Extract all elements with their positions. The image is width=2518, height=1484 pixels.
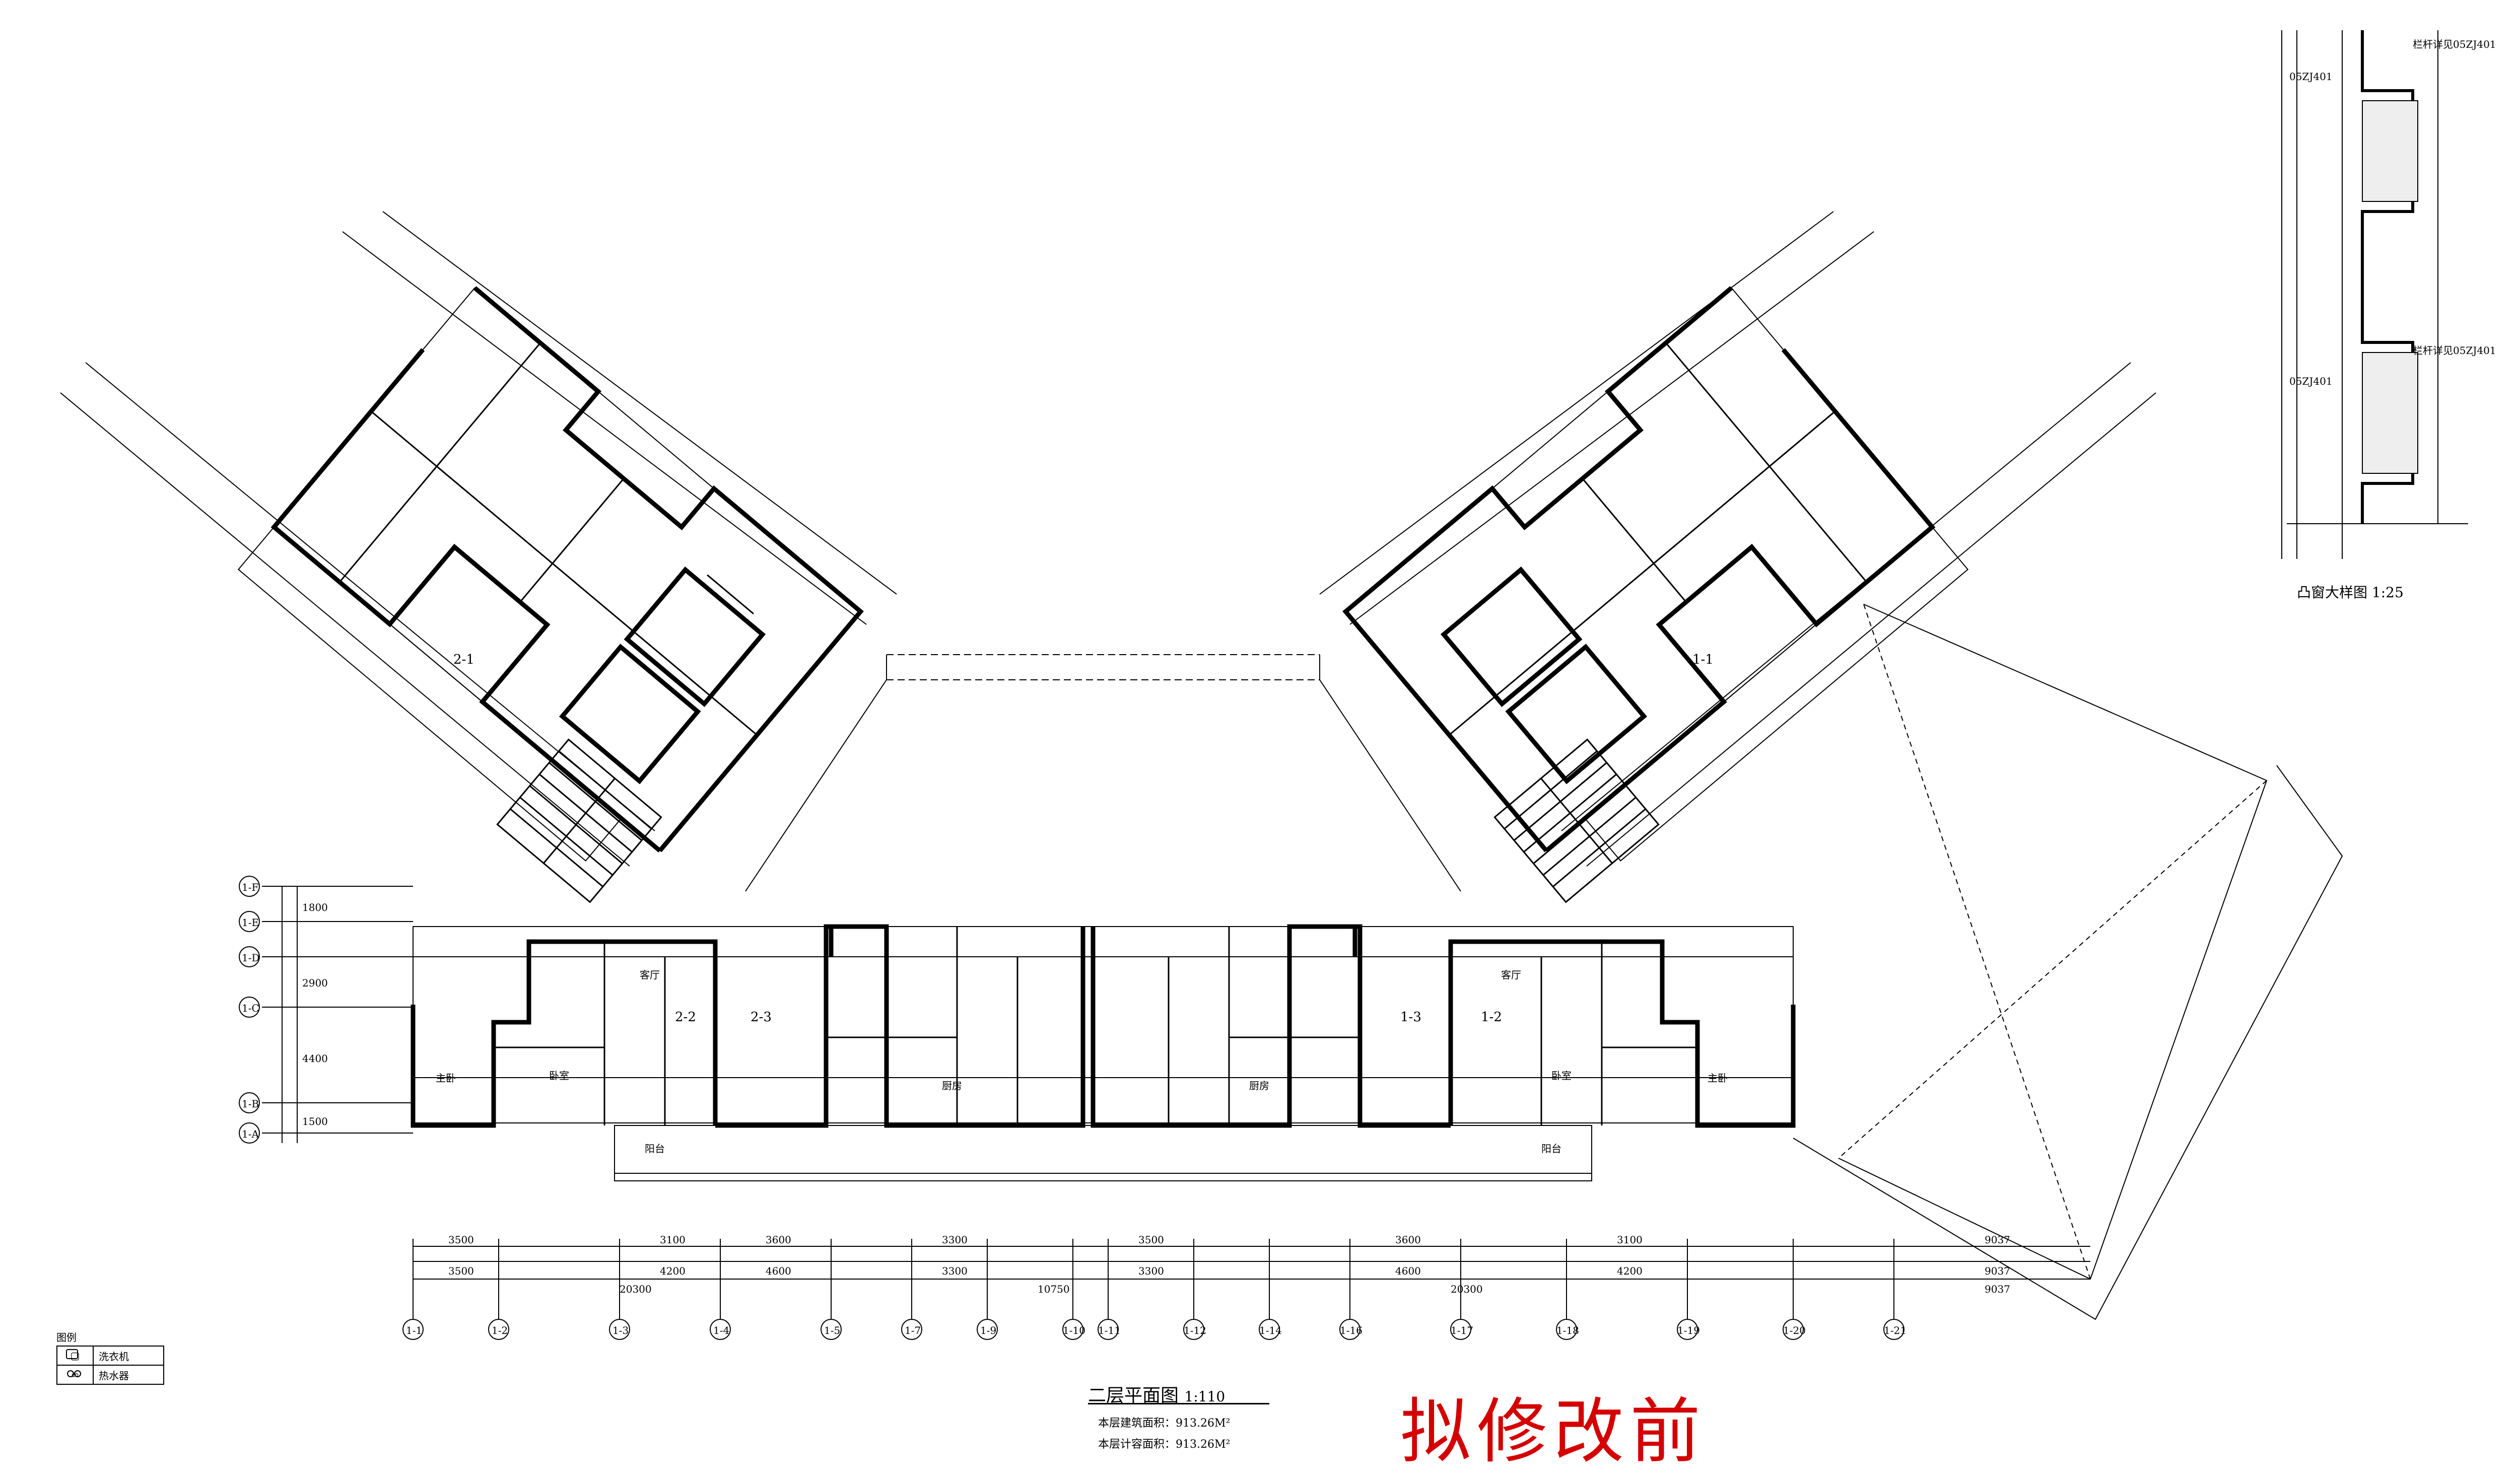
unit-label: 1-1 (1692, 652, 1714, 667)
axis-label-bottom: 1-4 (713, 1324, 730, 1336)
unit-label: 1-3 (1400, 1010, 1421, 1025)
legend-label: 洗衣机 (99, 1350, 129, 1363)
area-calc: 本层计容面积：913.26M² (1098, 1438, 1231, 1451)
room-label: 阳台 (1541, 1143, 1561, 1155)
room-label: 阳台 (645, 1143, 665, 1155)
axis-label-bottom: 1-19 (1677, 1324, 1700, 1336)
room-label: 厨房 (1249, 1080, 1269, 1092)
axis-label-bottom: 1-7 (905, 1324, 921, 1336)
heater-icon: ∞ (57, 1366, 94, 1384)
drawing-title: 二层平面图 1:110 (1088, 1385, 1226, 1406)
detail-title: 凸窗大样图 1:25 (2297, 584, 2404, 601)
dim-bottom: 3500 (1138, 1234, 1164, 1246)
axis-bubbles-bottom (402, 1319, 1904, 1340)
room-label: 客厅 (1501, 969, 1521, 981)
central-block (411, 924, 1796, 1181)
dim-bottom: 4200 (660, 1265, 686, 1277)
detail-bay-window (2281, 30, 2468, 559)
room-label: 厨房 (942, 1080, 962, 1092)
unit-label: 2-1 (453, 652, 474, 667)
dim-bottom: 3100 (1617, 1234, 1643, 1246)
axis-label-bottom: 1-11 (1098, 1324, 1121, 1336)
dim-left: 2900 (302, 977, 328, 989)
unit-label: 2-2 (675, 1010, 696, 1025)
axis-label-left: 1-E (242, 916, 259, 929)
unit-label: 1-2 (1481, 1010, 1502, 1025)
dim-bottom: 3500 (448, 1234, 474, 1246)
axis-label-bottom: 1-12 (1184, 1324, 1206, 1336)
right-wing (1342, 286, 1969, 862)
axis-label-left: 1-C (242, 1002, 259, 1014)
axis-label-bottom: 1-1 (406, 1324, 423, 1336)
axis-label-bottom: 1-9 (980, 1324, 997, 1336)
legend-label: 热水器 (99, 1369, 129, 1382)
detail-note: 栏杆详见05ZJ401 (2413, 38, 2496, 50)
axis-label-left: 1-A (242, 1128, 259, 1140)
axis-label-bottom: 1-21 (1884, 1324, 1907, 1336)
axis-label-bottom: 1-18 (1556, 1324, 1579, 1336)
room-label: 客厅 (640, 969, 660, 981)
unit-label: 2-3 (751, 1010, 772, 1025)
dim-bottom: 3600 (766, 1234, 791, 1246)
dim-bottom: 3300 (942, 1265, 968, 1277)
dim-left: 4400 (302, 1052, 328, 1065)
dim-bottom: 3600 (1395, 1234, 1421, 1246)
axis-label-bottom: 1-10 (1063, 1324, 1085, 1336)
revision-stamp: 拟修改前 (1400, 1391, 1707, 1473)
dim-total: 10750 (1038, 1283, 1070, 1295)
axis-label-left: 1-D (242, 952, 260, 964)
left-stair (496, 738, 662, 903)
dim-bottom: 9037 (1985, 1265, 2010, 1277)
legend-title: 图例 (56, 1331, 77, 1344)
axis-bubbles-left (239, 876, 260, 1144)
left-wing (237, 286, 864, 862)
area-built: 本层建筑面积：913.26M² (1098, 1417, 1231, 1430)
room-label: 主卧 (436, 1072, 456, 1084)
room-label: 卧室 (1551, 1070, 1572, 1082)
axis-label-bottom: 1-3 (613, 1324, 629, 1336)
axis-label-left: 1-B (242, 1098, 259, 1110)
axis-label-left: 1-F (242, 881, 259, 893)
room-label: 主卧 (1708, 1072, 1728, 1084)
right-stair (1493, 738, 1660, 903)
detail-note: 05ZJ401 (2289, 375, 2333, 387)
legend-row: ∞ 热水器 (57, 1365, 163, 1384)
axis-label-bottom: 1-16 (1340, 1324, 1363, 1336)
detail-note: 栏杆详见05ZJ401 (2413, 344, 2496, 357)
dim-bottom: 3300 (942, 1234, 968, 1246)
washer-icon: ▢ (57, 1347, 94, 1365)
dim-total: 20300 (1451, 1283, 1483, 1295)
dim-total: 20300 (620, 1283, 652, 1295)
axis-label-bottom: 1-14 (1259, 1324, 1282, 1336)
dim-bottom: 4200 (1617, 1265, 1643, 1277)
dim-bottom: 3500 (448, 1265, 474, 1277)
axis-label-bottom: 1-17 (1451, 1324, 1473, 1336)
dim-left: 1500 (302, 1115, 328, 1127)
dim-bottom: 3300 (1138, 1265, 1164, 1277)
dim-total: 9037 (1985, 1283, 2010, 1295)
detail-note: 05ZJ401 (2289, 70, 2333, 83)
title-underline (1088, 1403, 1269, 1404)
room-label: 卧室 (549, 1070, 569, 1082)
dim-bottom: 9037 (1985, 1234, 2010, 1246)
dim-bottom: 3100 (660, 1234, 686, 1246)
dim-bottom: 4600 (766, 1265, 791, 1277)
dim-left: 1800 (302, 901, 328, 913)
legend-table: ▢ 洗衣机 ∞ 热水器 (56, 1346, 164, 1385)
legend-row: ▢ 洗衣机 (57, 1347, 163, 1365)
dim-bottom: 4600 (1395, 1265, 1421, 1277)
axis-label-bottom: 1-20 (1783, 1324, 1806, 1336)
axis-label-bottom: 1-2 (492, 1324, 508, 1336)
axis-label-bottom: 1-5 (824, 1324, 841, 1336)
